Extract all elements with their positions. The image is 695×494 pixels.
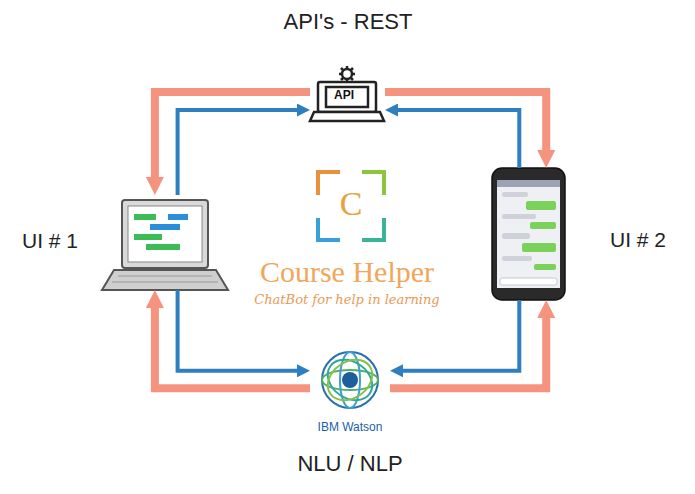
chat-bar [134, 234, 162, 240]
phone-body [492, 168, 565, 300]
flow-arrow [178, 110, 297, 195]
flow-arrow [390, 318, 546, 388]
logo-corner [362, 218, 384, 240]
chat-bubble [502, 192, 528, 197]
nlp-service-node: IBM WatsonNLU / NLP [310, 345, 390, 437]
api-icon [310, 66, 384, 121]
globe-ring [322, 370, 378, 390]
chat-bar [168, 214, 188, 220]
watson-globe [320, 351, 380, 408]
gear-teeth [339, 66, 355, 82]
chat-bubble [526, 201, 556, 210]
chat-bubble [522, 243, 556, 252]
chat-bubble [530, 222, 556, 229]
logo-corner [362, 172, 384, 195]
globe-ring [320, 351, 380, 408]
flow-arrow [398, 110, 519, 168]
flow-arrow [385, 92, 546, 150]
phone-screen [497, 180, 560, 288]
client-ui-node: UI # 1 [102, 195, 228, 290]
node-heading: API's - REST [248, 9, 448, 35]
globe-ring [320, 351, 380, 408]
globe-core [342, 372, 358, 388]
chat-bubble [502, 256, 532, 261]
phone-status-bar [497, 180, 560, 187]
phone-input [500, 278, 557, 285]
node-heading: NLU / NLP [250, 451, 450, 477]
logo-corner [318, 218, 340, 240]
chat-bar [150, 224, 180, 230]
chat-bubble [502, 214, 536, 219]
chat-bar [134, 214, 156, 220]
phone-illustration [492, 168, 565, 300]
api-screen [326, 87, 368, 107]
logo-frame [318, 172, 384, 240]
node-heading: UI # 1 [10, 229, 90, 253]
brand-name: Course Helper [222, 255, 472, 289]
laptop-illustration [102, 200, 228, 290]
icon-label: API [327, 88, 361, 102]
logo-letter: C [326, 185, 376, 223]
laptop-bezel [122, 200, 208, 268]
laptop-screen [128, 206, 202, 262]
laptop-keys [112, 276, 218, 282]
laptop-base [102, 270, 228, 290]
node-heading: UI # 2 [598, 228, 678, 252]
brand-tagline: ChatBot for help in learning [222, 292, 472, 307]
node-caption: IBM Watson [300, 420, 400, 434]
chat-bubble [534, 264, 556, 270]
client-ui-node: UI # 2 [490, 168, 567, 300]
api-monitor [318, 82, 376, 112]
flow-arrow [155, 308, 310, 388]
chat-bubble [502, 233, 530, 239]
flow-arrow [403, 300, 519, 371]
logo-corner [318, 172, 340, 195]
gear-hub [342, 69, 352, 79]
api-base [310, 112, 384, 121]
api-node: API's - RESTAPI [310, 65, 385, 125]
chat-bar [146, 244, 180, 250]
